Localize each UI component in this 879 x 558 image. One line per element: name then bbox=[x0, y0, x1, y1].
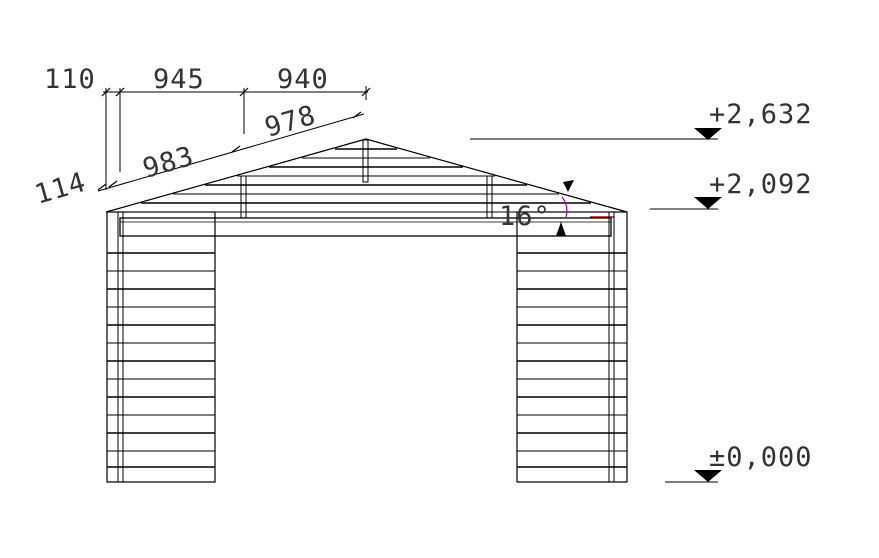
level-eaves-label: +2,092 bbox=[709, 169, 813, 200]
dim-110-label: 110 bbox=[44, 64, 96, 95]
sloped-dimension-chain bbox=[97, 111, 365, 192]
dim-114-label: 114 bbox=[31, 167, 89, 211]
angle-arrow-top-icon bbox=[563, 180, 574, 192]
angle-marker bbox=[556, 180, 574, 236]
horizontal-dimension-chain bbox=[101, 86, 371, 190]
angle-label: 16° bbox=[499, 201, 551, 232]
level-triangle-icon bbox=[694, 197, 722, 209]
left-wall bbox=[106, 211, 216, 483]
dim-940-label: 940 bbox=[277, 64, 329, 95]
level-ridge-label: +2,632 bbox=[709, 99, 813, 130]
dim-983-label: 983 bbox=[139, 141, 197, 185]
lintel-beam bbox=[119, 217, 612, 237]
level-marker-ridge bbox=[470, 128, 722, 140]
level-ground-label: ±0,000 bbox=[709, 442, 813, 473]
level-triangle-icon bbox=[694, 470, 722, 482]
level-marker-ground bbox=[665, 470, 722, 483]
right-wall bbox=[516, 211, 628, 483]
level-triangle-icon bbox=[694, 128, 722, 140]
gable bbox=[105, 138, 628, 219]
level-marker-eaves bbox=[650, 197, 722, 210]
dim-945-label: 945 bbox=[153, 64, 205, 95]
angle-arc bbox=[561, 196, 568, 218]
dim-978-label: 978 bbox=[261, 100, 319, 144]
